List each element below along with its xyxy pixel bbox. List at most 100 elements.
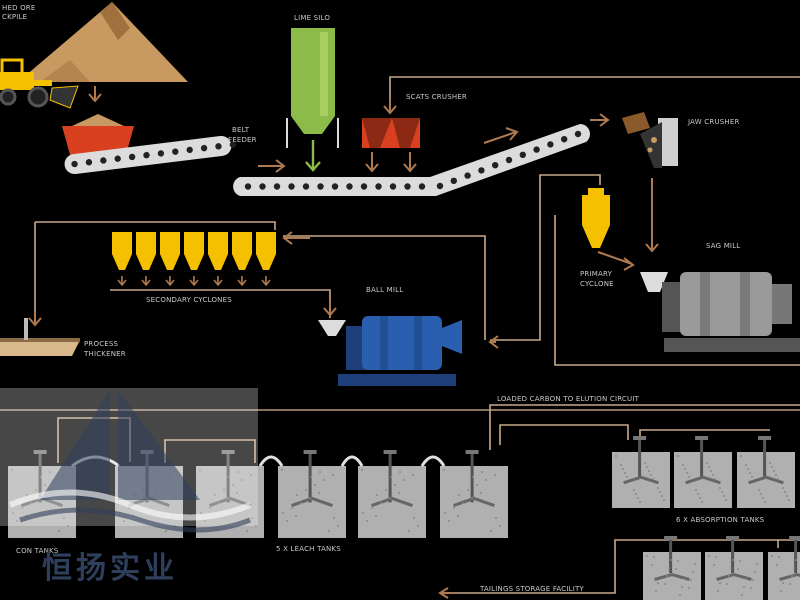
tank-texture [633,489,635,491]
tank-texture [246,530,248,532]
tank-texture [467,489,469,491]
tank-texture [719,487,721,489]
tank-agitator-motor [633,436,647,440]
stockpile-label-2: CKPILE [2,13,27,21]
tank-texture [241,479,243,481]
tank-impeller [779,572,800,581]
tank-agitator-motor [33,450,47,454]
belt-roller [492,162,499,169]
tank-texture [655,590,657,592]
ball-mill [318,316,462,386]
watermark-logo [0,388,258,533]
arrow-ballmill-out [488,335,499,349]
belt-roller [389,183,397,190]
tank-connector [258,455,284,467]
primary-cyclone [582,188,610,248]
arrow-scats-belt-2 [403,152,417,173]
tank-texture [657,487,659,489]
tank-texture [12,512,14,514]
tank-texture [771,466,773,468]
tank-body [278,466,346,538]
belt-roller [574,130,582,138]
tank-texture [686,472,688,474]
tank-texture [417,525,419,527]
belt-roller [478,167,485,174]
tank-texture [385,489,387,491]
tank-texture [637,497,639,499]
arrow-jaw-sag [645,178,659,253]
tank-texture [769,462,771,464]
tank-texture [328,530,330,532]
tank-agitator-motor [664,536,678,540]
tailings-label: TAILINGS STORAGE FACILITY [479,585,584,593]
tank-texture [255,525,257,527]
tank-texture [730,567,732,569]
tank-texture [624,472,626,474]
secondary-cyclones [112,232,276,287]
tank-texture [650,474,652,476]
belt-roller [302,183,310,190]
cyclone-arrow [141,276,151,287]
tank-texture [751,476,753,478]
tank-texture [688,587,690,589]
tank-texture [444,512,446,514]
tank-texture [296,494,298,496]
tank-texture [485,479,487,481]
arrow-tailings [438,587,452,599]
process-thickener-label-2: THICKENER [83,350,126,358]
cyclone-cone [232,254,252,270]
tank-texture [49,471,51,473]
tank-impeller [453,496,495,508]
tank-texture [758,489,760,491]
tank-impeller [654,572,690,581]
tank-texture [295,515,297,517]
tank-texture [499,525,501,527]
tank-texture [699,497,701,499]
belt-roller [244,183,252,190]
tank-texture [646,466,648,468]
tank-agitator-shaft [763,438,767,478]
tank-texture [318,492,320,494]
tank-texture [684,468,686,470]
tank-texture [715,556,717,558]
tank-texture [310,476,312,478]
tank-texture [490,530,492,532]
tank-texture [784,491,786,493]
process-thickener-label-1: PROCESS [84,340,119,348]
belt-roller [360,183,368,190]
tank-texture [739,560,741,562]
sag-mill [640,272,800,352]
tank-texture [457,515,459,517]
tank-texture [620,464,622,466]
tank-texture [701,501,703,503]
tank-texture [237,471,239,473]
tank-texture [778,556,780,558]
belt-roller [200,144,208,152]
arrow-return-scats [383,100,397,115]
tank-texture [309,497,311,499]
conveyor-belt-2 [233,123,590,196]
arrow-stockpile-hopper [88,86,102,103]
arrow-to-ballmill [323,300,337,317]
belt-roller [404,183,411,190]
tank-texture [413,517,415,519]
cyclone-body [160,232,180,254]
belt-roller [215,143,222,150]
arrow-belt2-jaw [590,113,610,127]
tank-impeller [371,496,413,508]
belt-roller [172,148,179,155]
tank-texture [281,469,283,471]
tank-texture [670,559,672,561]
tank-texture [752,579,754,581]
tank-texture [721,491,723,493]
tank-texture [773,470,775,472]
tank-texture [21,507,23,509]
tank-texture [692,571,694,573]
cyclone-cone [256,254,276,270]
tank-texture [683,578,685,580]
tank-texture [789,583,791,585]
belt-roller [317,183,324,190]
tank-texture [480,492,482,494]
tank-texture [728,575,730,577]
belt-roller [143,151,150,159]
